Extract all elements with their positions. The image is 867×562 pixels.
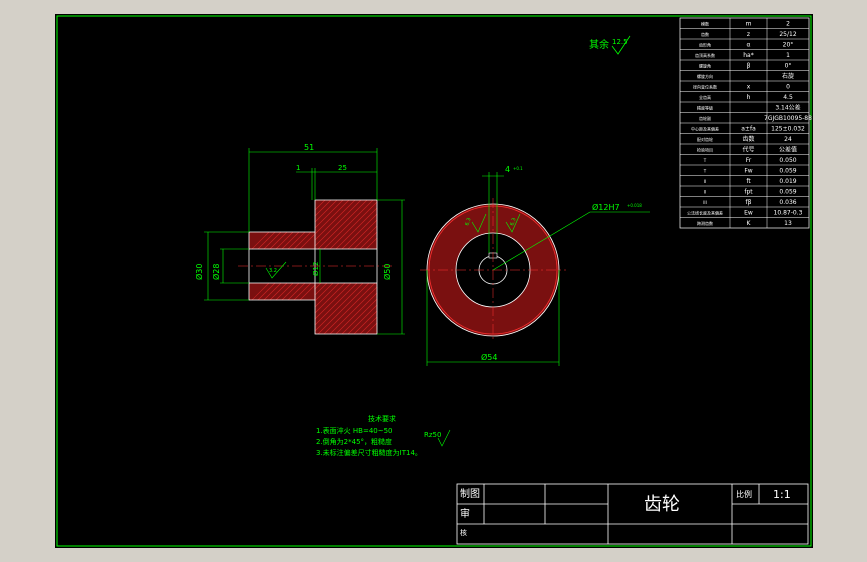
param-table-cell: Ew [744,210,753,217]
param-table-cell: 0.036 [779,199,796,206]
param-table-cell: 4.5 [783,94,793,101]
param-table-cell: 7GJGB10095-88 [764,115,812,122]
tech-req-line-1: 1.表面淬火 HB=40~50 [316,426,393,435]
dim-step: 1 [296,164,300,172]
param-table-cell: ha* [743,52,753,59]
hatch-lines [251,199,378,335]
roughness-note-label: 其余 [589,38,609,51]
technical-requirements: 技术要求 1.表面淬火 HB=40~50 2.倒角为2*45°，粗糙度 3.未标… [316,414,451,457]
roughness-symbol [611,35,631,55]
param-table-cell: β [747,63,751,70]
param-table-cell: Fr [746,157,752,164]
param-table-cell: 0.050 [779,157,796,164]
dim-bore-left: Ø28 [211,264,221,280]
param-table-cell: 25/12 [779,31,796,38]
param-table-cell: m [746,21,752,28]
param-table-cell: α [747,42,751,49]
param-table-cell: 右旋 [782,72,794,80]
roughness-b: 6.3 [509,217,517,227]
front-dimensions [204,148,405,335]
bore-tol: +0.018 [627,203,642,208]
param-table-cell: 20° [783,42,794,49]
param-table-cell: T [703,158,707,163]
param-table-cell: 跨测齿数 [697,220,713,226]
param-table-cell: 13 [784,220,792,227]
param-table-cell: 齿数 [701,31,709,37]
param-table-cell: 0° [785,63,792,70]
side-dimensions [426,172,650,366]
param-table-cell: 螺旋角 [699,63,711,69]
dim-right-dia: Ø50 [382,264,392,280]
side-view: 4 +0.1 Ø12H7 +0.018 Ø54 6.3 6.3 [420,165,650,366]
param-table-cell: 配对齿轮 [697,136,713,142]
param-table-cell: 模数 [701,21,709,27]
hub-section-top [249,232,315,249]
param-table-cell: h [747,94,751,101]
param-table-cell: 125±0.032 [771,126,805,133]
param-table-cell: 代号 [742,146,754,154]
roughness-note-value: 12.5 [612,38,628,46]
param-table-cell: II [704,179,706,184]
part-name: 齿轮 [644,494,680,515]
param-table-cell: 中心距及其偏差 [691,126,719,132]
tech-req-line-2: 2.倒角为2*45°，粗糙度 [316,437,392,446]
param-table-cell: 公差值 [779,146,797,154]
dim-left-dia: Ø30 [194,264,204,280]
param-table-cell: 0.019 [779,178,796,185]
param-table-cell: 1 [786,52,790,59]
dim-total-length: 51 [304,143,314,152]
param-table-cell: 径向变位系数 [693,84,717,90]
param-table-cell: K [747,220,752,227]
param-table-cell: 3.14公差 [775,104,800,112]
hub-section-bottom [249,283,315,300]
param-table-cell: 2 [786,21,790,28]
param-table-cell: 齿顶高系数 [695,52,715,58]
inner-frame [56,15,812,547]
param-table-cell: II [704,190,706,195]
param-table-cell: x [747,84,751,91]
front-view: 3.2 51 1 25 Ø30 Ø28 Ø12 Ø50 [194,143,405,335]
param-table-cell: 0.059 [779,168,796,175]
dim-bore-small: Ø12 [312,262,320,276]
tech-req-title: 技术要求 [368,414,396,423]
param-table-cell: 全齿高 [699,94,711,100]
param-table: 模数 m 2 齿数 z 25/12 齿形角 α 20° 齿顶高系数 ha* 1 螺旋角 β 0° 螺旋方向 右旋… [679,17,812,229]
title-block [456,483,809,545]
other-label: 核 [460,528,467,537]
dim-outer: Ø54 [481,352,497,362]
dim-keyway: 4 [505,165,510,174]
tech-req-roughness: Rz50 [424,431,441,439]
param-table-cell: 检验项目 [697,147,713,153]
dim-bore: Ø12H7 [592,202,620,212]
param-table-cell: a±fa [741,126,756,133]
param-table-cell: fpt [744,189,753,196]
param-table-cell: Fw [744,168,752,175]
param-table-cell: 公法线长度及其偏差 [687,210,723,216]
param-table-cell: 螺旋方向 [697,73,713,79]
param-table-cell: ft [746,178,751,185]
param-table-cell: 24 [784,136,792,143]
param-table-cell: 齿数 [742,135,754,143]
front-roughness-inner: 3.2 [269,268,277,274]
check-label: 审 [460,507,470,520]
drawn-label: 制图 [460,487,480,500]
param-table-cell: 0.059 [779,189,796,196]
roughness-a: 6.3 [464,217,472,227]
general-roughness-note: 其余 12.5 [589,35,631,55]
param-table-cell: fβ [746,199,752,206]
param-table-cell: 齿轮副 [699,115,711,121]
param-table-cell: III [703,200,707,205]
tech-req-line-3: 3.未标注偏差尺寸粗糙度为IT14。 [316,448,422,457]
param-table-cell: 精度等级 [697,105,713,111]
param-table-cell: 0 [786,84,790,91]
param-table-cell: z [747,31,750,38]
dim-right-length: 25 [338,164,347,172]
param-table-cell: T [703,169,707,174]
param-table-cell: 齿形角 [699,42,711,48]
scale-value: 1:1 [773,488,791,501]
param-table-cell: 10.87-0.3 [774,210,803,217]
keyway-tol: +0.1 [513,166,523,171]
scale-label: 比例 [736,489,752,499]
